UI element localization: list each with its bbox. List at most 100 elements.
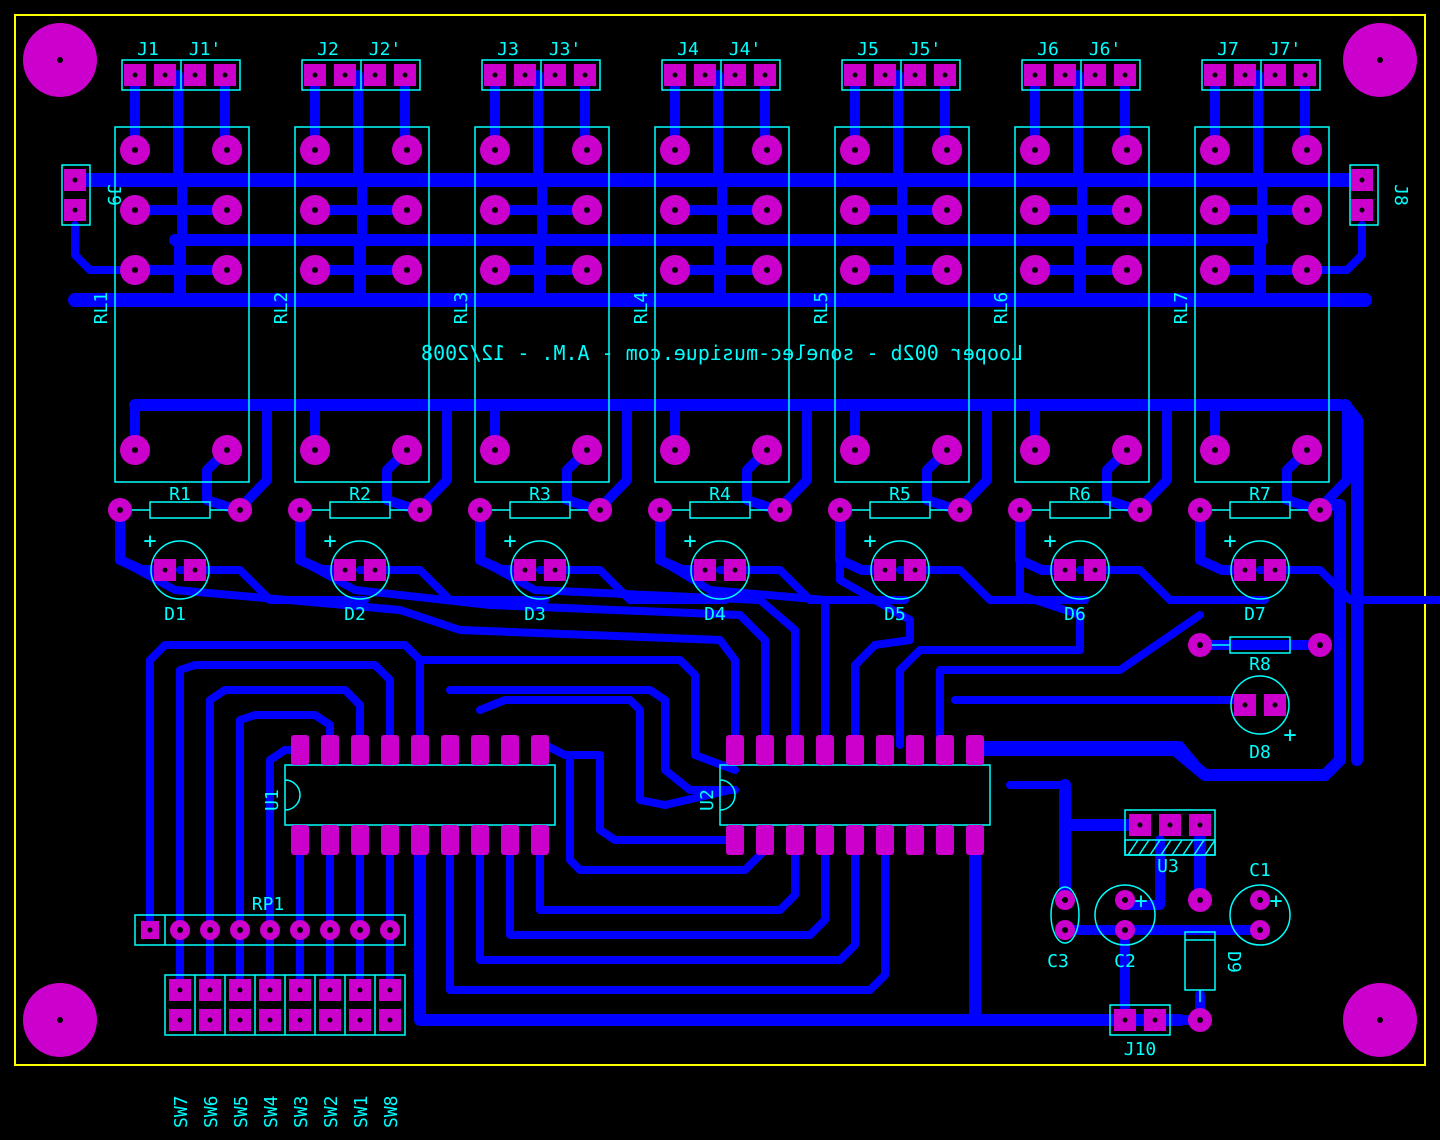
trace bbox=[476, 696, 734, 809]
trace bbox=[775, 400, 812, 513]
pad-hole bbox=[132, 147, 138, 153]
hatch bbox=[1204, 839, 1216, 856]
resistor-label: R7 bbox=[1249, 484, 1271, 505]
pad-hole bbox=[1302, 72, 1308, 78]
smd-pad bbox=[936, 825, 954, 855]
pad-hole bbox=[237, 1017, 243, 1023]
relay-outline bbox=[834, 126, 970, 483]
led-outline bbox=[1230, 540, 1290, 600]
pad-hole bbox=[1197, 507, 1203, 513]
trace bbox=[414, 834, 1186, 1026]
pad-hole bbox=[1122, 897, 1128, 903]
pad-hole bbox=[522, 567, 528, 573]
pad-hole bbox=[1137, 822, 1143, 828]
pad-hole bbox=[1272, 567, 1278, 573]
pad-hole bbox=[1032, 267, 1038, 273]
smd-pad bbox=[876, 735, 894, 765]
smd-pad bbox=[441, 825, 459, 855]
smd-pad bbox=[936, 735, 954, 765]
pad-hole bbox=[297, 1017, 303, 1023]
led-outline bbox=[1230, 675, 1290, 735]
pad-hole bbox=[477, 507, 483, 513]
switch-label: SW4 bbox=[261, 1095, 282, 1128]
pad-hole bbox=[1032, 447, 1038, 453]
relay-outline bbox=[294, 126, 430, 483]
trace bbox=[146, 641, 424, 934]
ic-label: U2 bbox=[697, 789, 718, 811]
smd-pad bbox=[756, 735, 774, 765]
pad-hole bbox=[404, 147, 410, 153]
switch-label: SW6 bbox=[201, 1095, 222, 1128]
pad-hole bbox=[1122, 72, 1128, 78]
pad-hole bbox=[584, 207, 590, 213]
header-outline bbox=[61, 164, 91, 226]
pad-hole bbox=[1317, 507, 1323, 513]
trace bbox=[536, 841, 799, 914]
jack-label: J3' bbox=[549, 39, 582, 60]
smd-pad bbox=[531, 825, 549, 855]
relay-label: RL7 bbox=[1171, 292, 1192, 325]
trace bbox=[476, 506, 799, 749]
trace bbox=[476, 841, 859, 964]
pad-hole bbox=[327, 1017, 333, 1023]
smd-pad bbox=[321, 825, 339, 855]
hatch bbox=[1149, 839, 1161, 856]
pad-hole bbox=[584, 447, 590, 453]
resistor-pack-label: RP1 bbox=[252, 894, 285, 915]
pad-hole bbox=[597, 507, 603, 513]
pad-hole bbox=[1167, 822, 1173, 828]
pad-hole bbox=[192, 72, 198, 78]
trace bbox=[236, 711, 334, 994]
pad-hole bbox=[1152, 1017, 1158, 1023]
pad-hole bbox=[372, 567, 378, 573]
pad-hole bbox=[1122, 1017, 1128, 1023]
pad-hole bbox=[1304, 447, 1310, 453]
pad-hole bbox=[582, 72, 588, 78]
jack-label: J4' bbox=[729, 39, 762, 60]
pad-hole bbox=[1212, 72, 1218, 78]
pad-hole bbox=[207, 1017, 213, 1023]
resistor-label: R4 bbox=[709, 484, 731, 505]
pad-hole bbox=[764, 207, 770, 213]
smd-pad bbox=[291, 825, 309, 855]
led-label: D2 bbox=[344, 604, 366, 625]
relay-label: RL6 bbox=[991, 292, 1012, 325]
pad-hole bbox=[404, 207, 410, 213]
pad-hole bbox=[764, 447, 770, 453]
capacitor-label: C3 bbox=[1047, 951, 1069, 972]
pad-hole bbox=[177, 1017, 183, 1023]
pad-hole bbox=[1197, 897, 1203, 903]
trace bbox=[1135, 400, 1172, 513]
pad-hole bbox=[1062, 567, 1068, 573]
pad-hole bbox=[224, 447, 230, 453]
jack-label: J7 bbox=[1217, 39, 1239, 60]
polarity-mark: + bbox=[1134, 889, 1147, 914]
resistor-label: R1 bbox=[169, 484, 191, 505]
trace bbox=[446, 841, 889, 994]
ic-outline bbox=[284, 764, 556, 826]
smd-pad bbox=[876, 825, 894, 855]
trace bbox=[595, 400, 632, 513]
pad-hole bbox=[357, 987, 363, 993]
pad-hole bbox=[1212, 147, 1218, 153]
ic-label: U1 bbox=[262, 789, 283, 811]
pad-hole bbox=[237, 987, 243, 993]
smd-pad bbox=[816, 825, 834, 855]
pad-hole bbox=[402, 72, 408, 78]
pad-hole bbox=[1092, 567, 1098, 573]
smd-pad bbox=[321, 735, 339, 765]
smd-pad bbox=[501, 825, 519, 855]
pad-hole bbox=[942, 72, 948, 78]
pad-hole bbox=[1242, 702, 1248, 708]
pad-hole bbox=[1032, 207, 1038, 213]
pad-hole bbox=[957, 507, 963, 513]
pad-hole bbox=[657, 507, 663, 513]
polarity-mark: + bbox=[323, 529, 336, 554]
trace bbox=[506, 841, 829, 939]
resistor-label: R6 bbox=[1069, 484, 1091, 505]
pad-hole bbox=[1017, 507, 1023, 513]
trace bbox=[541, 741, 739, 844]
pad-hole bbox=[1212, 207, 1218, 213]
pad-hole bbox=[912, 567, 918, 573]
trace bbox=[1303, 221, 1366, 274]
